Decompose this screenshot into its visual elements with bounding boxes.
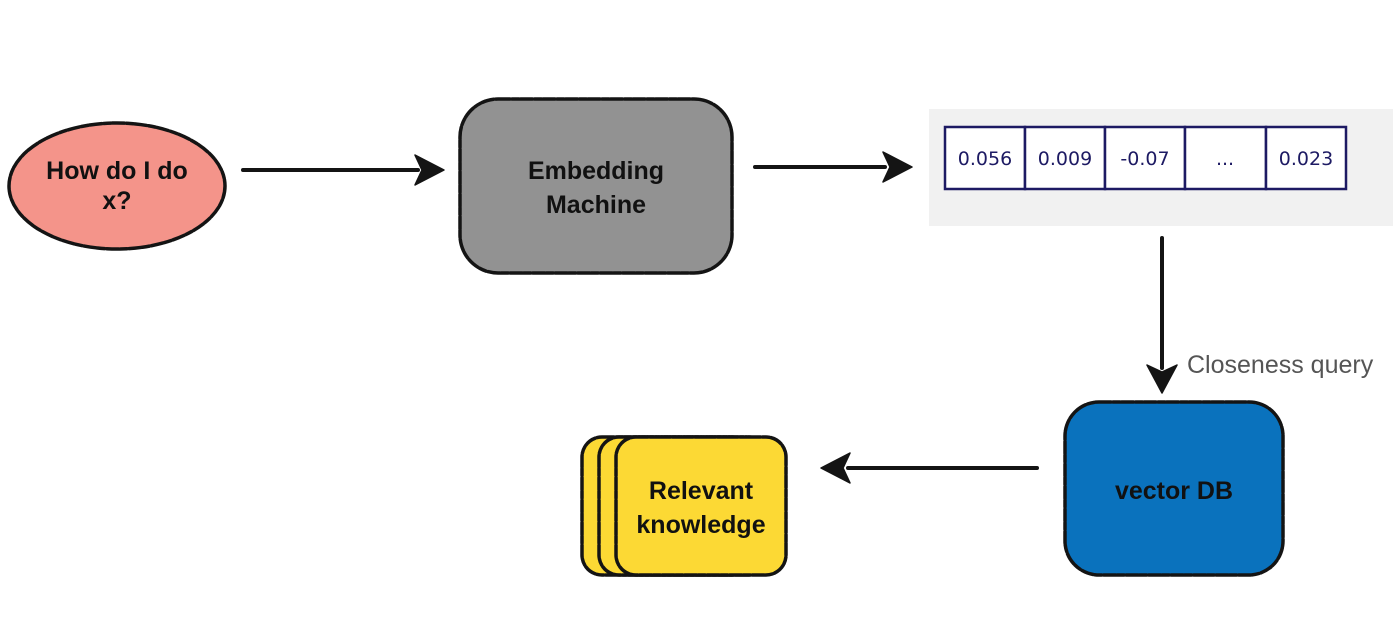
vector-cell-value: 0.023 (1279, 148, 1333, 170)
vector-cell-value: 0.056 (958, 148, 1012, 170)
embedding-machine-label-line-2: Machine (546, 191, 646, 219)
arrow-question-to-embedding (241, 154, 445, 186)
vector-cell-value: 0.009 (1038, 148, 1092, 170)
embedding-machine-node: Embedding Machine (458, 97, 734, 275)
arrow-embedding-to-vector (753, 151, 913, 183)
embedding-machine-shape (458, 97, 734, 275)
vector-cell-value: ... (1216, 148, 1234, 170)
question-label-line-1: How do I do (46, 157, 188, 185)
arrow-db-to-knowledge (820, 452, 1039, 484)
relevant-knowledge-node: Relevant knowledge (580, 435, 788, 577)
vector-db-node: vector DB (1063, 400, 1285, 577)
vector-cell-box (1264, 125, 1348, 191)
relevant-knowledge-label-line-1: Relevant (649, 477, 754, 505)
question-shape (7, 121, 227, 251)
vector-cell-box (1183, 125, 1268, 191)
vector-db-label: vector DB (1115, 477, 1233, 505)
question-label-line-2: x? (102, 187, 131, 215)
embedding-machine-label-line-1: Embedding (528, 157, 664, 185)
vector-cell-value: -0.07 (1120, 148, 1169, 170)
vector-cell-box (1103, 125, 1187, 191)
vector-cell-box (1023, 125, 1107, 191)
vector-db-shape (1063, 400, 1285, 577)
arrow-vector-to-db: Closeness query (1146, 236, 1374, 394)
relevant-knowledge-label-line-2: knowledge (636, 511, 765, 539)
vector-cell-box (943, 125, 1027, 191)
closeness-query-label: Closeness query (1187, 351, 1374, 379)
question-node: How do I do x? (7, 121, 227, 251)
embedding-vector: 0.056 0.009 -0.07 ... 0.023 (929, 109, 1393, 226)
knowledge-stack-card-front (614, 435, 788, 577)
vector-cells: 0.056 0.009 -0.07 ... 0.023 (943, 125, 1348, 191)
